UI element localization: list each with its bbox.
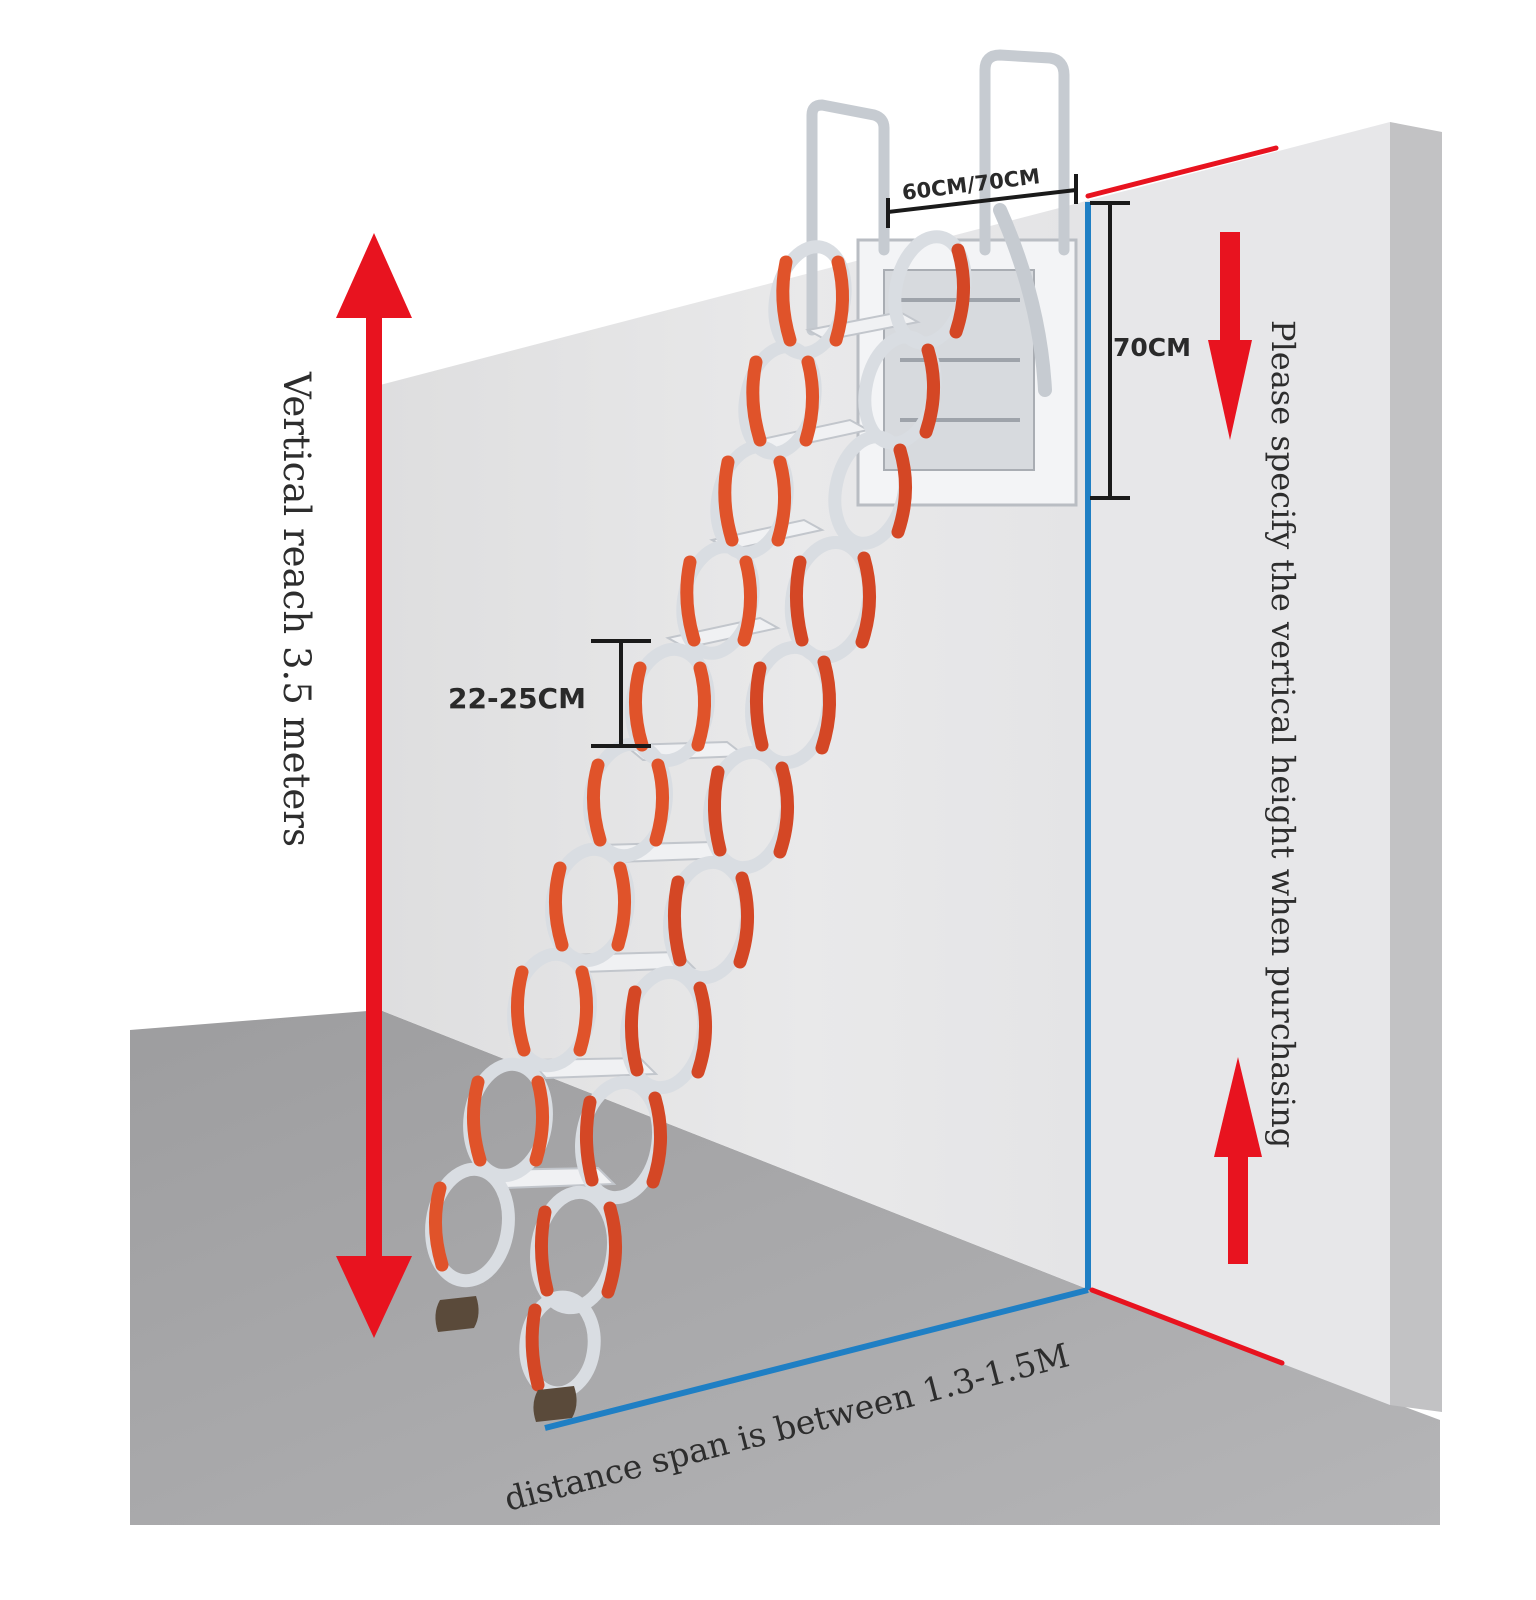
wall-end-face <box>1390 122 1442 1412</box>
ceiling-edge-line <box>1085 145 1279 199</box>
dimension-markers <box>591 174 1130 748</box>
specify-height-label: Please specify the vertical height when … <box>1264 320 1302 1148</box>
vertical-reach-label: Vertical reach 3.5 meters <box>275 371 318 847</box>
left-foot <box>435 1296 479 1332</box>
left-handrail <box>806 99 890 336</box>
side-wall <box>1090 122 1390 1405</box>
red-edge-lines <box>1085 145 1285 1366</box>
down-arrow-icon <box>1208 232 1252 440</box>
width-label: 60CM/70CM <box>901 164 1042 205</box>
blue-guide-lines <box>544 202 1091 1431</box>
floor <box>130 1010 1440 1525</box>
left-scissor-chain <box>425 240 852 1288</box>
up-arrow-icon <box>1214 1057 1262 1264</box>
ladder-feet <box>435 1296 577 1422</box>
attic-ladder <box>425 49 1078 1422</box>
right-foot <box>533 1386 577 1422</box>
floor-edge-line <box>1089 1287 1285 1366</box>
right-scissor-chain <box>519 230 972 1400</box>
vertical-reach-arrow <box>336 233 412 1338</box>
floor-span-line <box>544 1287 1089 1431</box>
top-height-label: 70CM <box>1113 333 1191 362</box>
right-handrail <box>979 49 1070 256</box>
step-spacing-label: 22-25CM <box>448 682 586 715</box>
